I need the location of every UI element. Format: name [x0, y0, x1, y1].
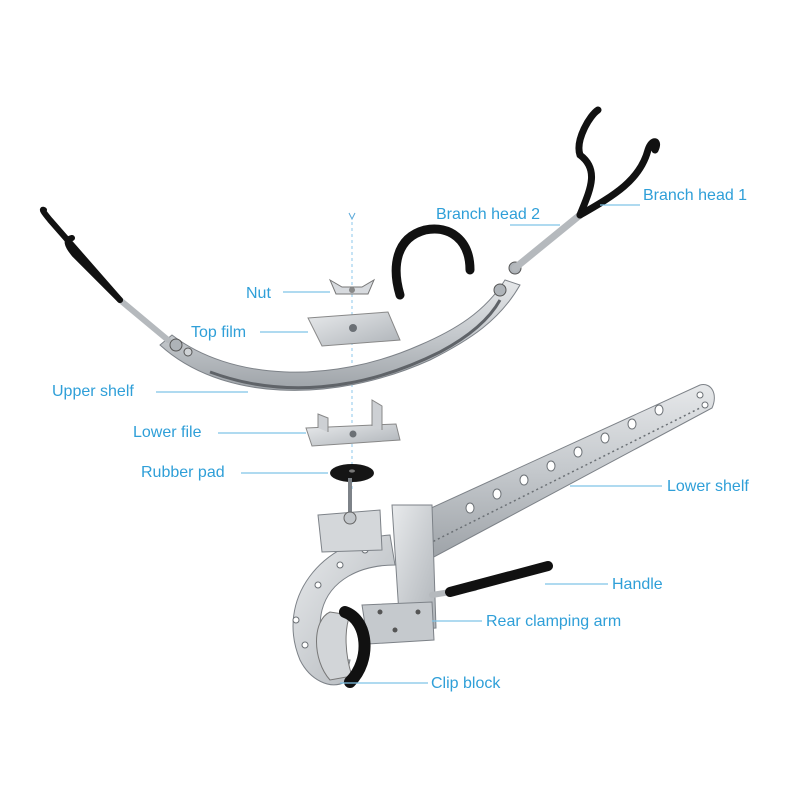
lower-file-bracket	[305, 399, 401, 447]
lower-shelf	[404, 384, 715, 559]
label-branch-head-1: Branch head 1	[643, 187, 748, 204]
handle	[429, 561, 553, 598]
clip-block	[316, 606, 371, 688]
label-rear-clamping-arm: Rear clamping arm	[486, 613, 622, 630]
label-lower-file: Lower file	[133, 424, 202, 441]
assembly-axis	[348, 212, 356, 490]
wing-nut	[328, 278, 376, 295]
label-lower-shelf: Lower shelf	[667, 478, 749, 495]
label-branch-head-2: Branch head 2	[436, 206, 541, 223]
label-top-film: Top film	[191, 324, 247, 341]
label-handle: Handle	[612, 576, 663, 593]
top-film-plate	[307, 311, 401, 347]
label-rubber-pad: Rubber pad	[141, 464, 225, 481]
label-clip-block: Clip block	[431, 675, 501, 692]
hook	[391, 224, 475, 300]
left-fork-head	[39, 206, 171, 343]
down-arrow-icon	[348, 212, 356, 221]
rear-clamping-arm	[361, 601, 435, 645]
leader-lines	[156, 204, 662, 684]
label-upper-shelf: Upper shelf	[52, 383, 134, 400]
label-nut: Nut	[246, 285, 271, 302]
rubber-pad	[330, 464, 374, 482]
right-fork-head	[511, 106, 661, 272]
